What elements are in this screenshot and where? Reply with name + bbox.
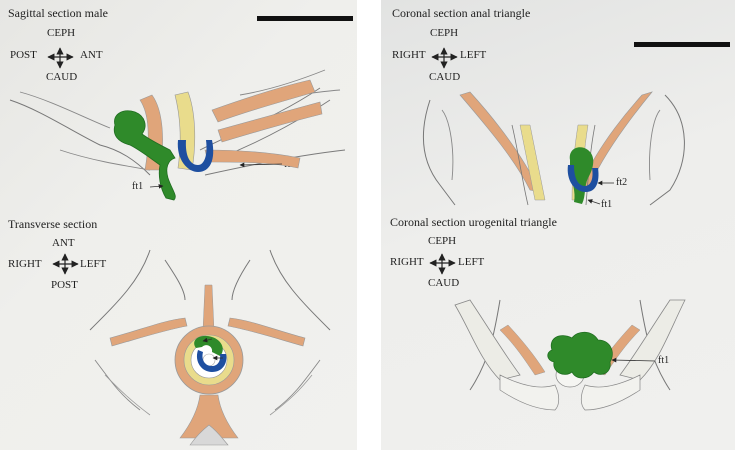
orientation-cross-coronal-urogenital: [430, 254, 455, 274]
sagittal-drawing: [10, 70, 345, 200]
transverse-drawing: [90, 250, 330, 445]
coronal-anal-drawing: [423, 92, 684, 205]
coronal-urogenital-drawing: [455, 300, 685, 410]
orientation-cross-transverse: [53, 254, 78, 274]
orientation-cross-sagittal: [48, 48, 73, 68]
orientation-cross-coronal-anal: [432, 48, 457, 68]
